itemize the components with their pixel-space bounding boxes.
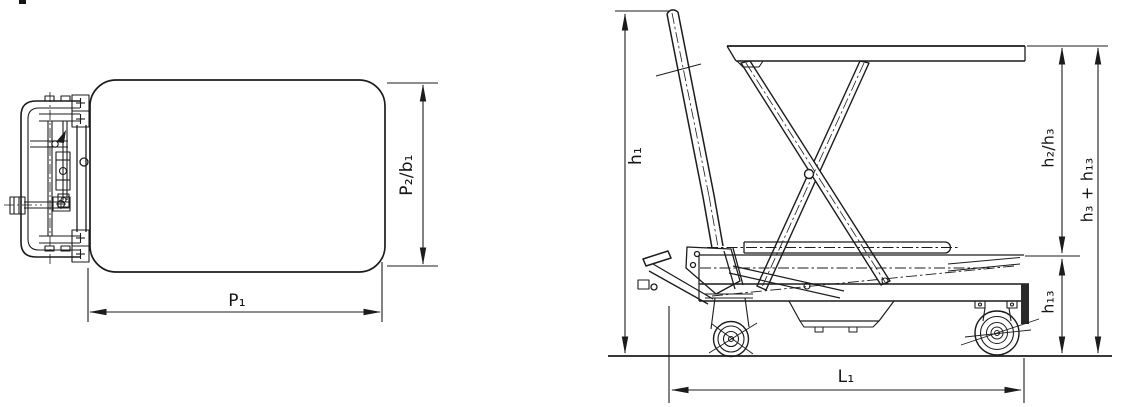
frame-rails: [76, 125, 89, 232]
dim-label-l1: L₁: [837, 367, 855, 387]
cylinder-pivot: [803, 282, 811, 290]
mounting-brackets: [71, 94, 90, 263]
pump-mechanism-top: [4, 92, 80, 266]
dim-label-p1: P₁: [228, 291, 246, 311]
dim-p2-b1: [387, 82, 438, 267]
chassis: [698, 254, 1029, 333]
scissor-pivot: [803, 168, 815, 180]
front-caster-wheel: [705, 293, 758, 358]
dim-label-h2-h3: h₂/h₃: [1038, 128, 1058, 168]
dim-label-h1: h₁: [626, 147, 646, 165]
handle-side: [655, 9, 724, 249]
handle-knob-top: [9, 196, 26, 215]
handle-loop-top: [20, 100, 80, 258]
handle-break-tick: [655, 63, 702, 77]
foot-pedal: [637, 250, 714, 305]
dim-l1: [668, 306, 1025, 403]
release-arrow-mark: [56, 130, 66, 143]
top-view-drawing: [4, 79, 438, 322]
platform-side-lowered-phantom: [707, 241, 958, 254]
dim-label-h13: h₁₃: [1038, 290, 1058, 314]
dim-h1: [615, 10, 670, 354]
chassis-end-plate: [1021, 284, 1029, 324]
pump-bracket-side: [685, 246, 744, 295]
dim-right-stack: [1025, 45, 1108, 354]
dim-label-h3-plus-h13: h₃ + h₁₃: [1077, 157, 1097, 223]
side-view-drawing: [608, 9, 1112, 403]
platform-side-raised: [726, 45, 1026, 68]
dim-p1: [87, 262, 383, 322]
hydraulic-pan: [788, 300, 895, 322]
rear-wheel: [960, 300, 1040, 356]
dim-label-p2-b1: P₂/b₁: [397, 154, 417, 196]
scan-artifact-mark: [19, 0, 26, 4]
scissor-mechanism: [740, 60, 891, 291]
platform-outline-top: [89, 79, 386, 273]
